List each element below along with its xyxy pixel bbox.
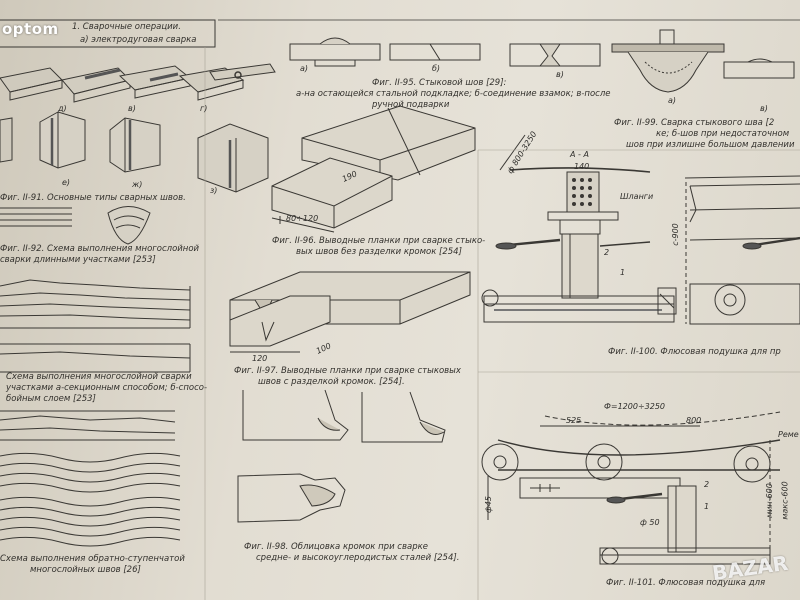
fig100-assembly (481, 134, 677, 323)
caption-fig92: Фиг. II-92. Схема выполнения многослойно… (0, 244, 200, 266)
label-101-2: 2 (704, 480, 710, 489)
fig95-welds (289, 37, 601, 67)
label-2: 2 (604, 248, 610, 257)
caption-fig93-l3: бойным слоем [253] (6, 394, 96, 404)
caption-fig95-l1: Фиг. II-95. Стыковой шов [29]: (372, 78, 507, 88)
label-95a: а) (300, 64, 309, 73)
dim-rem: Реме (778, 430, 799, 439)
caption-fig95-l2: а-на остающейся стальной подкладке; б-со… (296, 89, 611, 99)
label-99v: в) (760, 104, 768, 113)
label-g: г) (200, 104, 208, 113)
caption-fig91: Фиг. II-91. Основные типы сварных швов. (0, 193, 186, 203)
caption-fig99-l3: шов при излишне большом давлении (626, 140, 795, 150)
fig101-assembly (481, 411, 781, 565)
label-95b: б) (432, 64, 441, 73)
caption-fig97-l2: швов с разделкой кромок. [254]. (258, 377, 405, 387)
caption-fig94-l1: Схема выполнения обратно-ступенчатой (0, 554, 185, 564)
dim-min: мин-600 (764, 483, 774, 518)
caption-fig99-l2: ке; б-шов при недостаточном (656, 129, 790, 139)
caption-fig92-text: Фиг. II-92. Схема выполнения многослойно… (0, 244, 200, 265)
label-95v: в) (556, 70, 564, 79)
label-d: д) (58, 104, 67, 113)
watermark-optom: optom (2, 20, 59, 38)
caption-fig94-l2: многослойных швов [26] (30, 565, 141, 575)
fig99-welds (611, 29, 795, 93)
caption-fig95-l3: ручной подварки (372, 100, 450, 110)
dim-phi-1200-3250: Ф=1200÷3250 (604, 402, 666, 411)
caption-fig97-l1: Фиг. II-97. Выводные планки при сварке с… (234, 366, 461, 376)
caption-fig100: Фиг. II-100. Флюсовая подушка для пр (608, 347, 781, 357)
caption-fig96-l1: Фиг. II-96. Выводные планки при сварке с… (272, 236, 486, 246)
fig91-welds (0, 63, 276, 193)
fig92-layers (0, 206, 151, 245)
dim-900: с-900 (670, 223, 680, 246)
label-z: з) (210, 186, 218, 195)
caption-fig101: Фиг. II-101. Флюсовая подушка для (606, 578, 766, 588)
label-e: е) (62, 178, 71, 187)
dim-80-120: 80÷120 (286, 214, 319, 223)
caption-fig98-l2: средне- и высокоуглеродистых сталей [254… (256, 553, 460, 563)
dim-140: 140 (574, 162, 590, 171)
caption-fig93-l1: Схема выполнения многослойной сварки (6, 372, 192, 382)
fig96-plates (271, 105, 476, 233)
label-section: А - А (570, 150, 589, 159)
fig97-plates (229, 271, 471, 353)
header-frame (0, 19, 216, 48)
label-shlangi: Шланги (620, 192, 654, 201)
dim-120: 120 (252, 354, 268, 363)
caption-fig99-l1: Фиг. II-99. Сварка стыкового шва [2 (614, 118, 775, 128)
dim-525: 525 (566, 416, 582, 425)
caption-fig93-l2: участками а-секционным способом; б-спосо… (6, 383, 208, 393)
fig98-blocks (237, 389, 446, 523)
fig100-right (684, 175, 800, 325)
label-zh: ж) (132, 180, 143, 189)
fig94-layers (0, 452, 181, 547)
label-99a: а) (668, 96, 677, 105)
dim-phi50: ф 50 (640, 518, 660, 527)
label-1: 1 (620, 268, 626, 277)
header-line1: 1. Сварочные операции. (72, 22, 181, 32)
caption-fig98-l1: Фиг. II-98. Облицовка кромок при сварке (244, 542, 428, 552)
label-101-1: 1 (704, 502, 710, 511)
fig93-layers (0, 279, 191, 441)
dim-max: макс-600 (780, 481, 790, 520)
caption-fig96-l2: вых швов без разделки кромок [254] (296, 247, 462, 257)
dim-800: 800 (686, 416, 702, 425)
label-v: в) (128, 104, 136, 113)
header-line2: а) электродуговая сварка (80, 35, 197, 45)
dim-phi45: ф45 (484, 495, 494, 514)
